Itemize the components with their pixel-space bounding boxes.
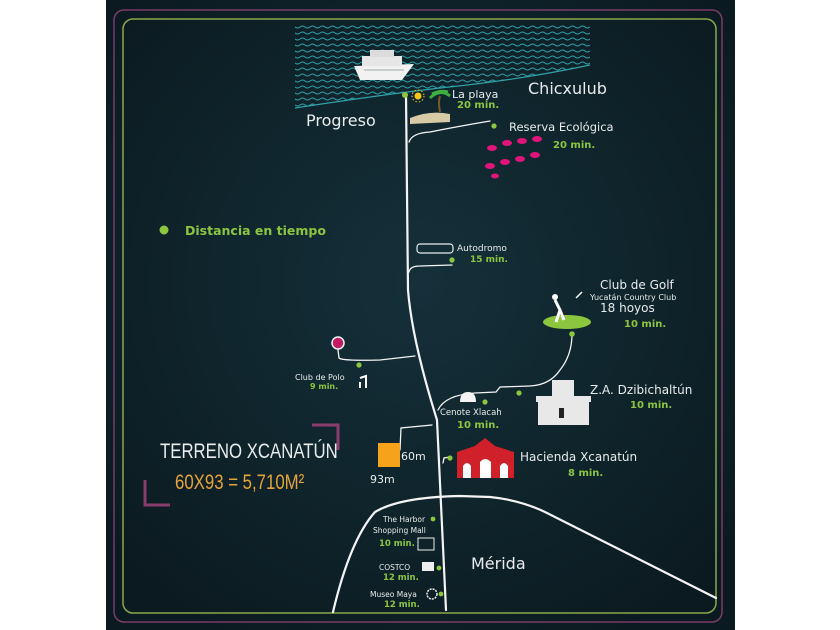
terreno-lot [378, 443, 400, 467]
roads [331, 93, 718, 614]
town-merida: Mérida [471, 554, 526, 573]
ring-road-merida [331, 494, 718, 614]
cenote-time: 10 min. [457, 420, 499, 431]
harbor-time: 10 min. [379, 539, 415, 549]
cenote-icon [460, 392, 476, 402]
golf-icon [543, 291, 591, 329]
dzibichaltun-icon [536, 380, 591, 425]
bracket-top-right [312, 423, 340, 450]
terreno-area: 60X93 = 5,710M² [175, 471, 304, 494]
dzibi-name: Z.A. Dzibichaltún [590, 383, 692, 397]
inner-border [122, 18, 717, 614]
museo-time: 12 min. [384, 600, 420, 610]
town-chicxulub: Chicxulub [528, 79, 607, 98]
map-background [106, 0, 735, 630]
palm-tree-icon [428, 89, 451, 113]
playa-name: La playa [452, 88, 498, 101]
location-dots [356, 92, 575, 597]
road-terreno [399, 424, 433, 451]
autodromo-icon [416, 243, 454, 254]
road-reserva [408, 120, 491, 143]
coastline [294, 64, 591, 109]
museo-name: Museo Maya [370, 590, 417, 599]
sand-icon [410, 112, 450, 124]
flamingos-icon [485, 136, 542, 179]
road-polo [337, 349, 416, 361]
sun-icon [411, 89, 425, 103]
terreno-side-b: 93m [370, 473, 395, 486]
outer-border [113, 9, 723, 623]
costco-time: 12 min. [383, 573, 419, 583]
sea [295, 25, 590, 108]
bracket-bottom-left [143, 480, 170, 507]
legend-dot [159, 225, 169, 235]
terreno-title: TERRENO XCANATÚN [160, 439, 338, 463]
autodromo-name: Autodromo [457, 244, 507, 254]
polo-time: 9 min. [310, 382, 338, 391]
cenote-name: Cenote Xlacah [440, 408, 502, 418]
golf-sub: Yucatán Country Club [589, 293, 676, 302]
road-golf-cenote [437, 333, 573, 411]
road-autodromo [408, 264, 453, 273]
museo-icon [426, 588, 438, 600]
terreno-side-a: 60m [401, 450, 426, 463]
cruise-ship-icon [354, 50, 414, 80]
reserva-name: Reserva Ecológica [509, 120, 614, 134]
dzibi-time: 10 min. [630, 400, 672, 411]
town-progreso: Progreso [306, 111, 376, 130]
golf-time: 10 min. [624, 319, 666, 330]
harbor-name-1: The Harbor [382, 515, 426, 524]
polo-marker [331, 336, 345, 350]
golf-name: Club de Golf [600, 278, 675, 292]
polo-name: Club de Polo [295, 373, 345, 382]
horse-icon [359, 374, 367, 388]
mall-icon [417, 537, 435, 551]
costco-icon [422, 562, 434, 571]
playa-time: 20 min. [457, 100, 499, 111]
autodromo-time: 15 min. [470, 255, 508, 265]
legend-label: Distancia en tiempo [185, 223, 326, 238]
hacienda-time: 8 min. [568, 468, 603, 479]
harbor-name-2: Shopping Mall [373, 526, 426, 535]
reserva-time: 20 min. [553, 140, 595, 151]
hacienda-icon [457, 438, 514, 478]
main-highway [404, 93, 448, 612]
golf-holes: 18 hoyos [600, 301, 655, 315]
hacienda-name: Hacienda Xcanatún [520, 450, 637, 464]
costco-name: COSTCO [379, 563, 410, 572]
